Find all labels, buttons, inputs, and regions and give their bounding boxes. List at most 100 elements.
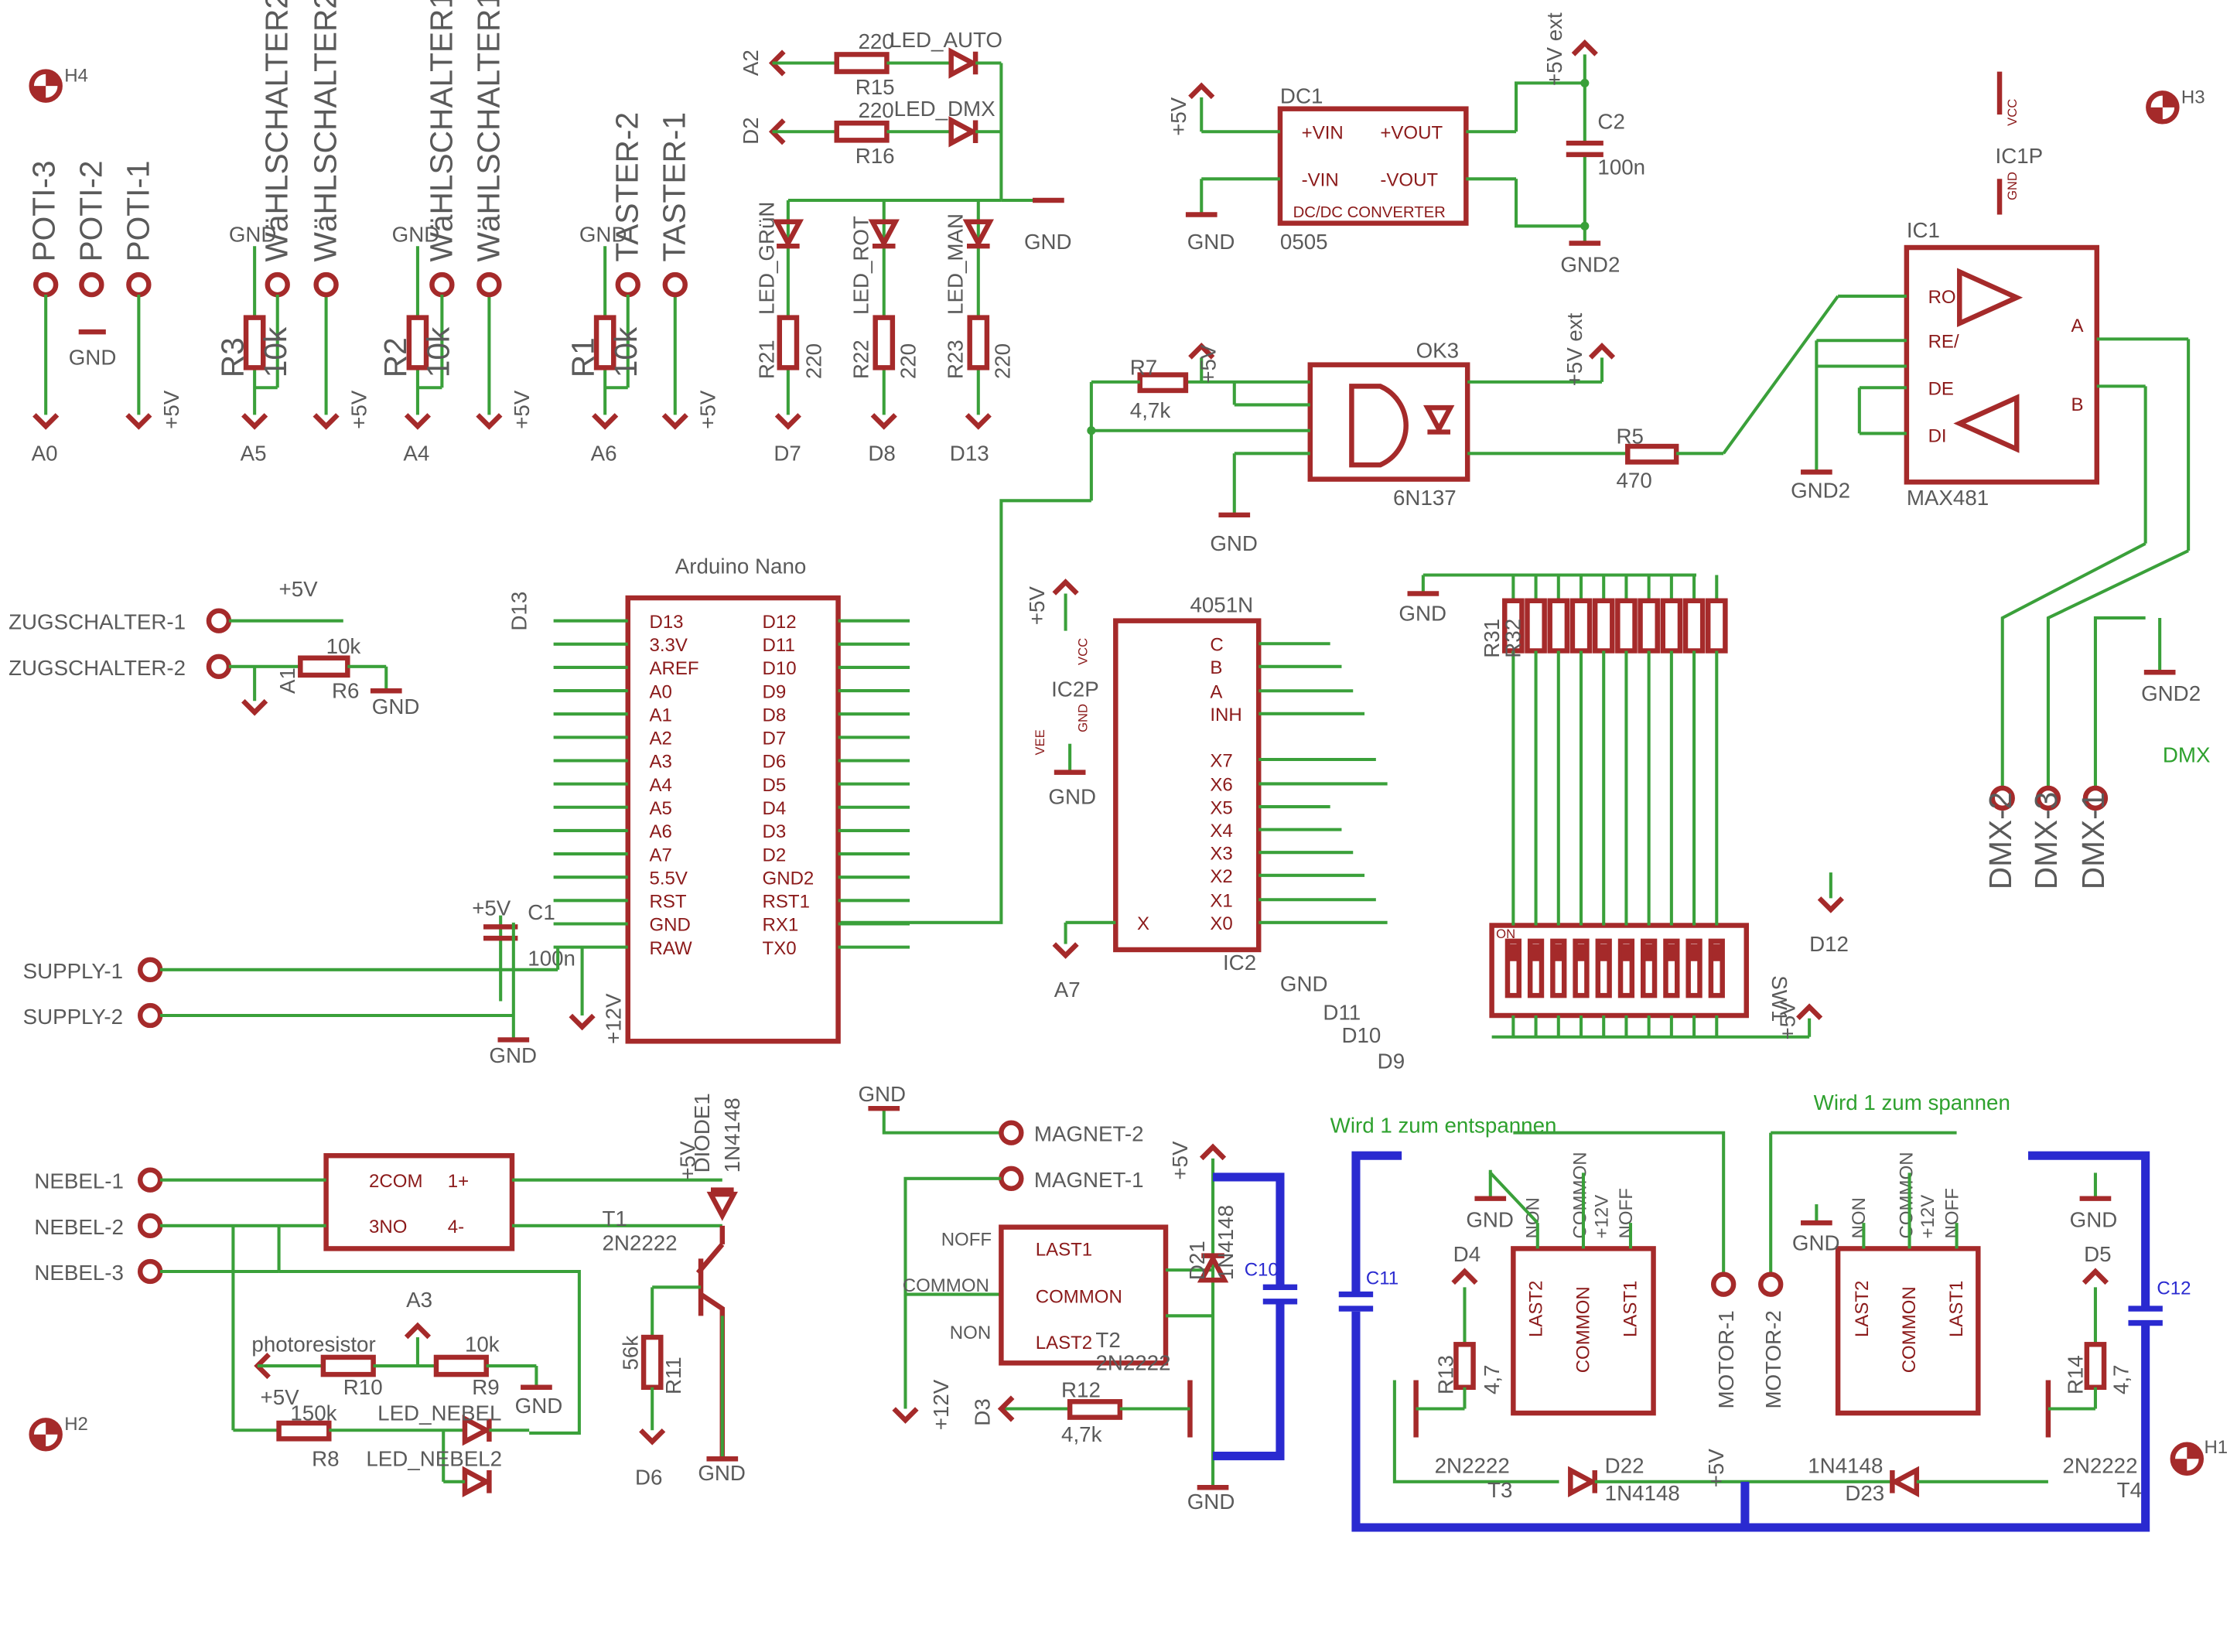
max481-ro: RO bbox=[1928, 287, 1956, 308]
zug-gnd-label: GND bbox=[372, 695, 420, 718]
r1-value: 10k bbox=[608, 326, 644, 377]
dmx-connectors: DMX-2 DMX-3 DMX-1 DMX bbox=[1983, 743, 2211, 890]
nebel-1-label: NEBEL-1 bbox=[34, 1169, 124, 1193]
max481-b: B bbox=[2071, 394, 2084, 415]
arduino-pin-rst1: RST1 bbox=[763, 892, 810, 913]
ic2p-vcc: VCC bbox=[1075, 638, 1090, 665]
r2-value: 10k bbox=[421, 326, 456, 377]
arduino-pin-rx1: RX1 bbox=[763, 915, 799, 936]
r3-value: 10k bbox=[258, 326, 293, 377]
ladder-gnd-label: GND bbox=[1399, 602, 1446, 626]
m2-d5-label: D5 bbox=[2084, 1242, 2111, 1266]
h2-label: H2 bbox=[64, 1414, 88, 1435]
mux-gnd2-label: GND bbox=[1280, 972, 1328, 996]
r9-value: 10k bbox=[465, 1333, 500, 1357]
supply-1-label: SUPPLY-1 bbox=[23, 959, 123, 983]
fog-1p: 1+ bbox=[448, 1171, 469, 1192]
ok3-gnd-label: GND bbox=[1210, 531, 1258, 555]
magnet-last1: LAST1 bbox=[1036, 1240, 1092, 1261]
ladder-resistor bbox=[1705, 598, 1728, 654]
poti-connectors: POTI-3 POTI-2 POTI-1 GND +5V A0 bbox=[26, 160, 183, 465]
r5-value: 470 bbox=[1616, 469, 1651, 493]
t4-label: T4 bbox=[2117, 1478, 2142, 1502]
mux-pin-x2: X2 bbox=[1210, 866, 1232, 887]
dcdc-5v-label: +5V bbox=[1166, 97, 1190, 136]
m2-last2: LAST2 bbox=[1852, 1281, 1873, 1337]
dip-switch bbox=[1550, 938, 1567, 998]
poti-2-label: POTI-2 bbox=[73, 160, 108, 261]
m1-gnd-label: GND bbox=[1466, 1208, 1514, 1232]
magnet-noff: NOFF bbox=[941, 1230, 992, 1251]
arduino-pin-a0: A0 bbox=[649, 681, 671, 702]
c1-value: 100n bbox=[528, 946, 575, 970]
m2-common-ext: COMMON bbox=[1896, 1152, 1917, 1238]
diode1-type: 1N4148 bbox=[720, 1097, 744, 1172]
magnet-5v-label: +5V bbox=[1168, 1141, 1192, 1180]
dip-on: ON bbox=[1496, 927, 1515, 941]
leddmx-d2-label: D2 bbox=[739, 117, 763, 144]
max481-re: RE/ bbox=[1928, 331, 1959, 352]
ic1p-label: IC1P bbox=[1996, 144, 2044, 168]
dcdc-vinn: -VIN bbox=[1302, 170, 1339, 191]
dip-switch bbox=[1708, 938, 1725, 998]
switch2-group: GND R3 10k WäHLSCHALTER2-2 WäHLSCHALTER2… bbox=[214, 0, 371, 466]
d23-label: D23 bbox=[1845, 1481, 1884, 1505]
ic2p-label: IC2P bbox=[1051, 678, 1099, 701]
t2-gnd-label: GND bbox=[1187, 1490, 1235, 1514]
max481-de: DE bbox=[1928, 378, 1954, 399]
arduino-nano: Arduino Nano D133.3VAREFA0A1A2A3A4A5A6A7… bbox=[472, 555, 910, 1067]
switch1-5v-label: +5V bbox=[510, 390, 534, 429]
c2-value: 100n bbox=[1597, 155, 1645, 179]
c10-label: C10 bbox=[1245, 1260, 1279, 1281]
optocoupler: OK3 6N137 GND R7 4,7k +5V +5V ext R5 470 bbox=[839, 312, 1724, 924]
poti-1-label: POTI-1 bbox=[120, 160, 155, 261]
ladder-resistor bbox=[1569, 598, 1593, 654]
ladder-resistor bbox=[1592, 598, 1615, 654]
r23-value: 220 bbox=[990, 343, 1014, 379]
r22-value: 220 bbox=[896, 343, 920, 379]
arduino-pin-gnd2: GND2 bbox=[763, 868, 815, 889]
arduino-pin-a7: A7 bbox=[649, 845, 671, 865]
m1-d4-label: D4 bbox=[1453, 1242, 1481, 1266]
arduino-pin-d2: D2 bbox=[763, 845, 787, 865]
photoresistor-label: photoresistor bbox=[251, 1333, 375, 1357]
wahl2-1-label: WäHLSCHALTER2-1 bbox=[308, 0, 343, 262]
d21-type: 1N4148 bbox=[1214, 1205, 1238, 1280]
arduino-pin-aref: AREF bbox=[649, 658, 698, 679]
taster-group: GND R1 10k TASTER-2 TASTER-1 +5V A6 bbox=[565, 112, 719, 466]
r10-label: R10 bbox=[343, 1375, 383, 1399]
switch1-a4-label: A4 bbox=[403, 442, 429, 466]
wahl1-1-label: WäHLSCHALTER1-1 bbox=[470, 0, 506, 262]
led-auto-label: LED_AUTO bbox=[890, 28, 1002, 52]
t1-type: 2N2222 bbox=[602, 1230, 677, 1254]
max481-part: MAX481 bbox=[1907, 486, 1989, 510]
mux-pin-x3: X3 bbox=[1210, 843, 1232, 864]
r14-label: R14 bbox=[2063, 1355, 2087, 1394]
mounting-hole-h3: H3 bbox=[2146, 87, 2205, 125]
ledauto-a2-label: A2 bbox=[739, 49, 763, 76]
dip-switch bbox=[1641, 938, 1658, 998]
dcdc-5vext-label: +5V ext bbox=[1542, 12, 1566, 86]
dip-switch bbox=[1504, 938, 1522, 998]
r8-value: 150k bbox=[290, 1401, 336, 1425]
m1-12v: +12V bbox=[1591, 1195, 1612, 1239]
r11-value: 56k bbox=[619, 1336, 643, 1370]
ic2-label: IC2 bbox=[1223, 951, 1256, 974]
r12-label: R12 bbox=[1061, 1378, 1101, 1402]
mounting-hole-h2: H2 bbox=[29, 1414, 88, 1452]
r31-label: R31 bbox=[1480, 619, 1504, 658]
switch2-5v-label: +5V bbox=[347, 390, 371, 429]
zug-1-label: ZUGSCHALTER-1 bbox=[9, 610, 186, 634]
dcdc-value: 0505 bbox=[1280, 230, 1328, 254]
arduino-pin-5.5v: 5.5V bbox=[649, 868, 687, 889]
supply-2-label: SUPPLY-2 bbox=[23, 1005, 123, 1029]
poti-3-label: POTI-3 bbox=[26, 160, 61, 261]
led-rot-label: LED_ROT bbox=[849, 216, 873, 315]
poti-5v-label: +5V bbox=[159, 390, 183, 429]
r8-5v-label: +5V bbox=[261, 1385, 300, 1409]
t4-type: 2N2222 bbox=[2062, 1454, 2137, 1478]
dip-switch bbox=[1617, 938, 1635, 998]
